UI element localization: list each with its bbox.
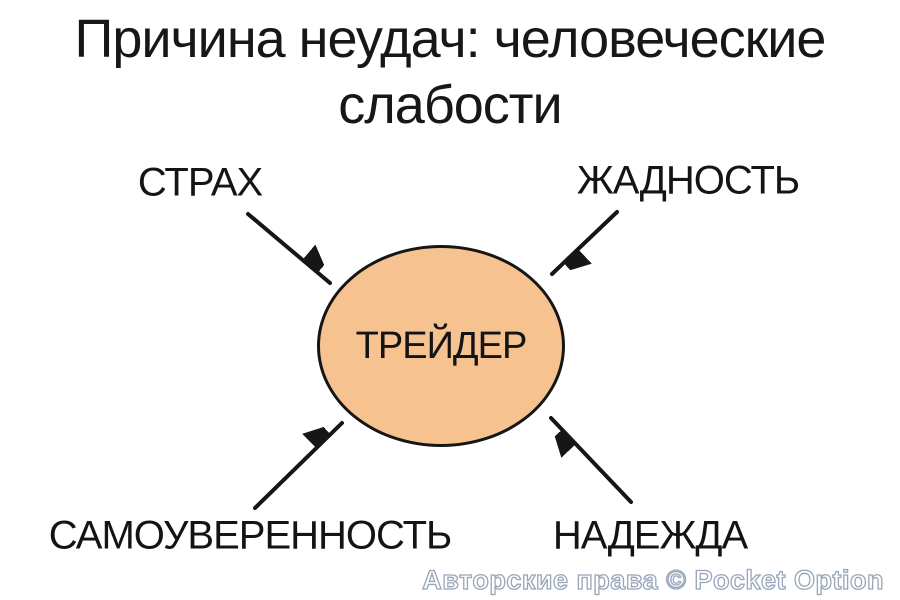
page-title-line1: Причина неудач: человеческие bbox=[74, 9, 827, 69]
trader-label: ТРЕЙДЕР bbox=[355, 324, 528, 367]
trader-ellipse: ТРЕЙДЕР bbox=[317, 245, 565, 447]
factor-label-greed: ЖАДНОСТЬ bbox=[576, 158, 800, 203]
watermark: Авторские права © Pocket Option bbox=[422, 564, 885, 595]
arrow-greed-to-trader bbox=[550, 210, 619, 274]
factor-label-fear: СТРАХ bbox=[137, 160, 263, 205]
factor-label-hope: НАДЕЖДА bbox=[552, 513, 748, 558]
page-title-line2: слабости bbox=[338, 75, 562, 135]
arrow-fear-to-trader bbox=[246, 212, 332, 285]
factor-label-overconfidence: САМОУВЕРЕННОСТЬ bbox=[48, 513, 452, 558]
page-title: Причина неудач: человеческие слабости bbox=[0, 6, 900, 138]
arrow-hope-to-trader bbox=[551, 416, 633, 504]
arrow-overconfidence-to-trader bbox=[253, 423, 344, 510]
